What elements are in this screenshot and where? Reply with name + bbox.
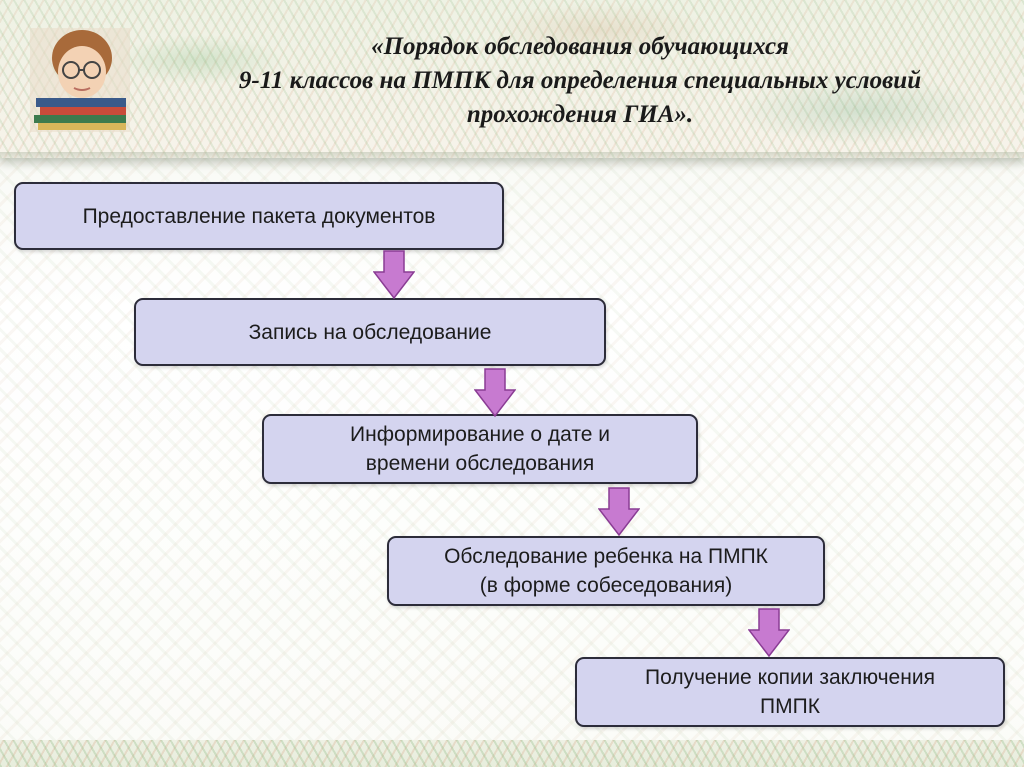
step-box-2: Запись на обследование [134, 298, 606, 366]
step-box-5: Получение копии заключения ПМПК [575, 657, 1005, 727]
footer-band [0, 740, 1024, 767]
title-line-3: прохождения ГИА». [466, 101, 694, 128]
step-2-line-1: Запись на обследование [248, 320, 492, 344]
step-4-line-2: (в форме собеседования) [479, 574, 733, 597]
down-arrow-icon [373, 250, 415, 300]
step-5-line-1: Получение копии заключения [645, 666, 935, 689]
girl-with-glasses-and-books-icon [30, 28, 130, 132]
step-box-3: Информирование о дате и времени обследов… [262, 414, 698, 484]
page-title: «Порядок обследования обучающихся 9-11 к… [150, 30, 1010, 132]
title-line-2: 9-11 классов на ПМПК для определения спе… [238, 67, 922, 94]
header-shadow [0, 152, 1024, 162]
step-box-4: Обследование ребенка на ПМПК (в форме со… [387, 536, 825, 606]
down-arrow-icon [598, 487, 640, 537]
step-4-line-1: Обследование ребенка на ПМПК [444, 545, 768, 568]
step-3-line-2: времени обследования [365, 452, 595, 475]
header-band [0, 0, 1024, 158]
step-1-line-1: Предоставление пакета документов [82, 204, 436, 228]
step-box-1: Предоставление пакета документов [14, 182, 504, 250]
title-line-1: «Порядок обследования обучающихся [371, 33, 789, 60]
step-3-line-1: Информирование о дате и [350, 423, 610, 446]
down-arrow-icon [474, 368, 516, 418]
step-5-line-2: ПМПК [760, 695, 820, 718]
down-arrow-icon [748, 608, 790, 658]
